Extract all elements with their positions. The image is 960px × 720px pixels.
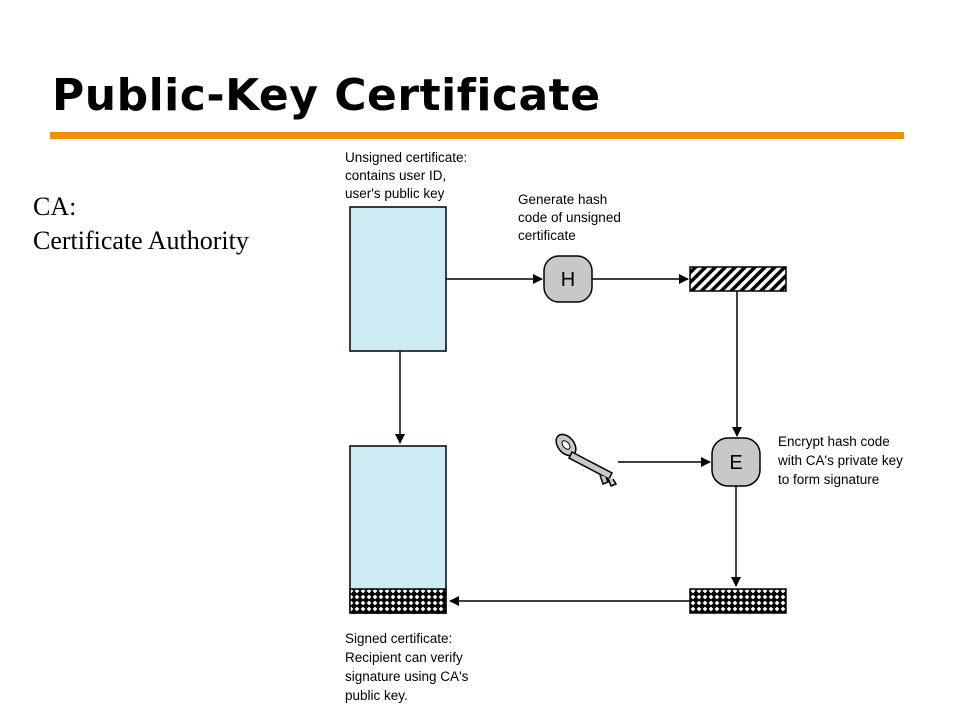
ca-note: CA: Certificate Authority — [33, 190, 249, 258]
ca-note-full: Certificate Authority — [33, 226, 249, 255]
encrypt-node-label: E — [729, 452, 742, 474]
title-rule — [50, 132, 904, 139]
certificate-diagram: Unsigned certificate: contains user ID, … — [345, 150, 907, 703]
hash-code-block — [689, 266, 787, 292]
unsigned-certificate — [349, 206, 447, 352]
ca-note-abbrev: CA: — [33, 192, 77, 221]
key-icon — [555, 433, 618, 487]
attached-signature — [349, 588, 447, 614]
encrypt-step-label: Encrypt hash code with CA's private key … — [777, 434, 907, 487]
hash-function-node: H — [543, 255, 593, 303]
slide-title: Public-Key Certificate — [52, 70, 601, 121]
hash-step-label: Generate hash code of unsigned certifica… — [518, 192, 625, 243]
signature-block — [689, 588, 787, 614]
unsigned-certificate-label: Unsigned certificate: contains user ID, … — [345, 150, 471, 201]
signed-certificate — [349, 445, 447, 614]
encrypt-node: E — [711, 437, 761, 487]
signed-certificate-label: Signed certificate: Recipient can verify… — [345, 631, 472, 703]
hash-node-label: H — [561, 269, 575, 291]
